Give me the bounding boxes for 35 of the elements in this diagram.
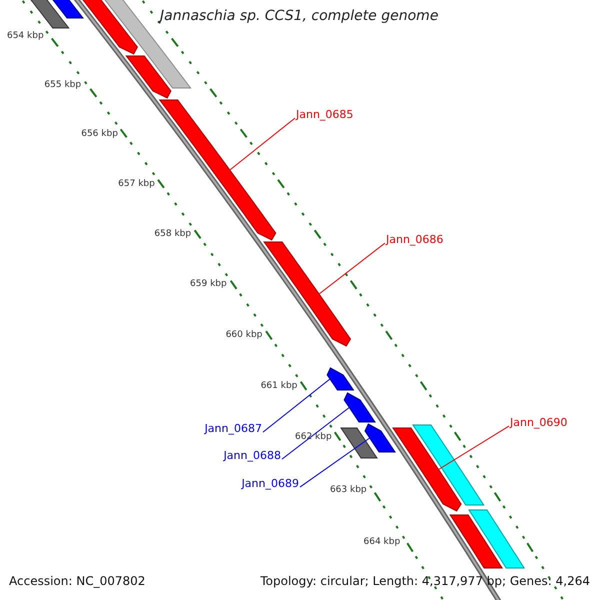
- leader-line: [229, 118, 296, 170]
- scale-label: 664 kbp: [364, 538, 400, 548]
- leader-line: [282, 407, 350, 460]
- gene-block: [449, 514, 504, 568]
- scale-label: 661 kbp: [260, 382, 298, 392]
- gene-block: [263, 242, 352, 347]
- gene-block: [340, 428, 378, 458]
- gene-block: [344, 392, 376, 422]
- gene-label: Jann_0686: [386, 234, 444, 246]
- gene-block: [125, 56, 172, 99]
- leader-line: [262, 378, 330, 433]
- scale-label: 654 kbp: [6, 32, 44, 42]
- footer-text: Accession: NC_007802: [9, 575, 146, 588]
- scale-label: 660 kbp: [226, 331, 262, 341]
- gene-block: [412, 424, 485, 506]
- gene-label: Jann_0687: [204, 423, 262, 436]
- gene-label: Jann_0689: [242, 478, 299, 490]
- leader-line: [438, 426, 510, 470]
- gene-label: Jann_0685: [296, 109, 354, 122]
- scale-label: 656 kbp: [81, 130, 118, 140]
- title: Jannaschia sp. CCS1, complete genome: [160, 9, 438, 24]
- scale-label: 657 kbp: [118, 180, 155, 190]
- scale-label: 662 kbp: [295, 433, 332, 443]
- scale-label: 663 kbp: [330, 486, 367, 496]
- gene-block: [326, 367, 354, 390]
- scale-label: 659 kbp: [190, 280, 227, 290]
- gene-block: [468, 510, 525, 568]
- gene-block: [392, 428, 462, 512]
- leader-line: [318, 242, 386, 294]
- gene-label: Jann_0690: [510, 417, 568, 430]
- scale-label: 655 kbp: [44, 81, 82, 91]
- leader-line: [300, 438, 370, 488]
- scale-label: 658 kbp: [154, 230, 192, 240]
- gene-block: [364, 423, 396, 452]
- gene-label: Jann_0688: [224, 450, 281, 462]
